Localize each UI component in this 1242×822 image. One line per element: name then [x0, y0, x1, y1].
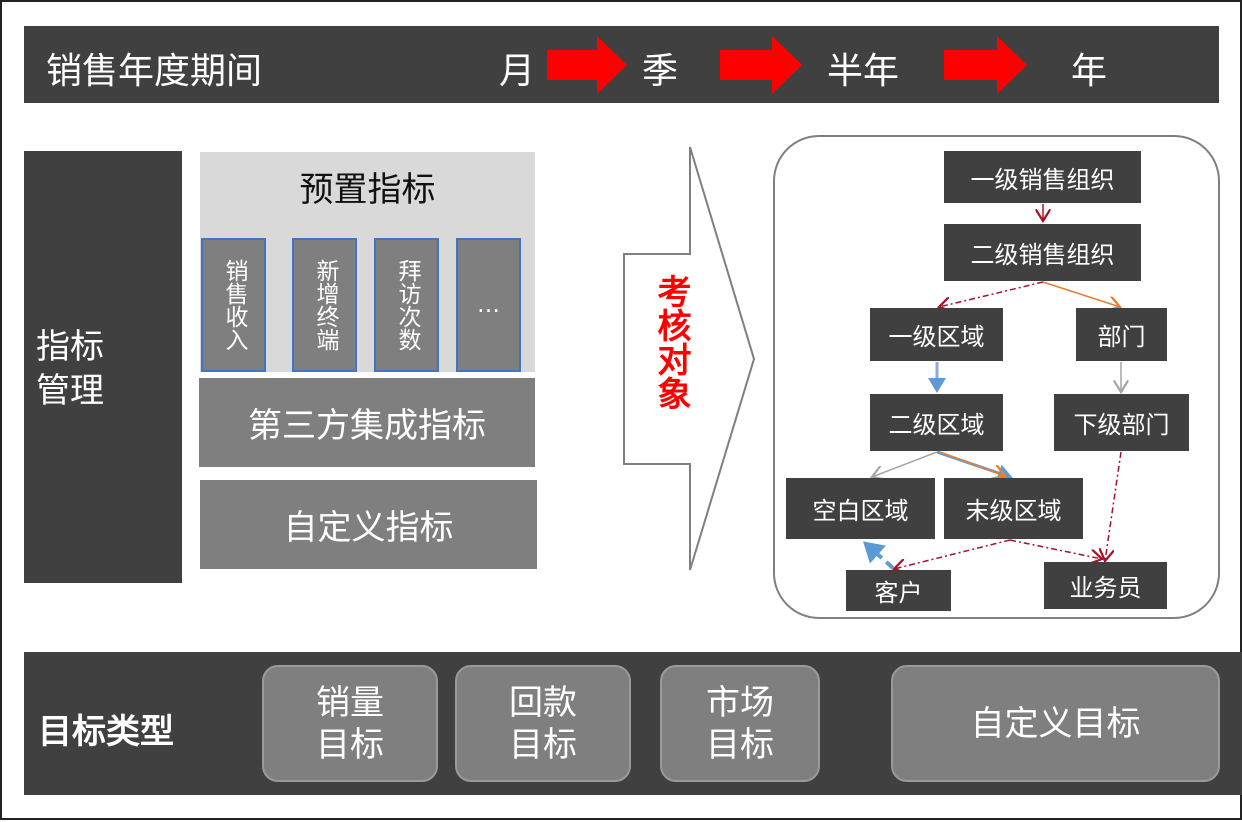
connector-subdept-salesman: [1105, 451, 1122, 561]
preset-indicator-sales-revenue[interactable]: 销售收入: [201, 238, 266, 372]
node-last-region[interactable]: 末级区域: [944, 478, 1083, 539]
target-payment-collection[interactable]: 回款 目标: [455, 665, 631, 782]
connector-region2-blank: [872, 451, 938, 477]
node-region-level2[interactable]: 二级区域: [870, 394, 1003, 451]
connector-last-customer: [894, 539, 1011, 569]
preset-indicator-visit-count[interactable]: 拜访次数: [374, 238, 439, 372]
connector-last-salesman: [1009, 539, 1102, 559]
third-party-indicators[interactable]: 第三方集成指标: [199, 378, 535, 467]
node-sub-department[interactable]: 下级部门: [1054, 394, 1189, 451]
arrow-right-icon: [944, 36, 1027, 94]
period-half-year: 半年: [827, 51, 900, 92]
preset-indicator-new-terminals[interactable]: 新增终端: [292, 238, 357, 372]
connector-org2-dept: [1042, 281, 1120, 307]
connector-customer-blank: [863, 541, 895, 570]
target-sales-volume[interactable]: 销量 目标: [262, 665, 438, 782]
connector-org2-region1: [939, 281, 1044, 307]
connector-region2-last-orange: [939, 451, 1005, 476]
assessment-arrow-icon: [623, 146, 756, 571]
node-org-level2[interactable]: 二级销售组织: [944, 224, 1141, 281]
target-types-title: 目标类型: [38, 712, 174, 752]
preset-indicators-title: 预置指标: [299, 170, 436, 210]
node-region-level1[interactable]: 一级区域: [870, 308, 1003, 361]
org-chart-container: [773, 135, 1220, 619]
indicator-management-label-box: 指标管理: [24, 151, 182, 583]
node-department[interactable]: 部门: [1076, 308, 1167, 361]
custom-indicators[interactable]: 自定义指标: [200, 480, 537, 569]
preset-indicator-more[interactable]: …: [456, 238, 521, 372]
period-title: 销售年度期间: [46, 51, 263, 92]
indicator-management-title: 指标管理: [36, 327, 104, 411]
node-salesman[interactable]: 业务员: [1044, 562, 1167, 609]
node-customer[interactable]: 客户: [846, 570, 951, 611]
period-month: 月: [499, 51, 536, 92]
arrow-right-icon: [720, 36, 802, 94]
period-year: 年: [1071, 51, 1108, 92]
target-market[interactable]: 市场 目标: [660, 665, 820, 782]
target-custom[interactable]: 自定义目标: [891, 665, 1220, 782]
period-quarter: 季: [642, 51, 679, 92]
arrow-right-icon: [547, 36, 627, 94]
node-org-level1[interactable]: 一级销售组织: [944, 151, 1141, 203]
node-blank-region[interactable]: 空白区域: [786, 478, 935, 539]
assessment-target-label: 考核对象: [651, 274, 691, 410]
